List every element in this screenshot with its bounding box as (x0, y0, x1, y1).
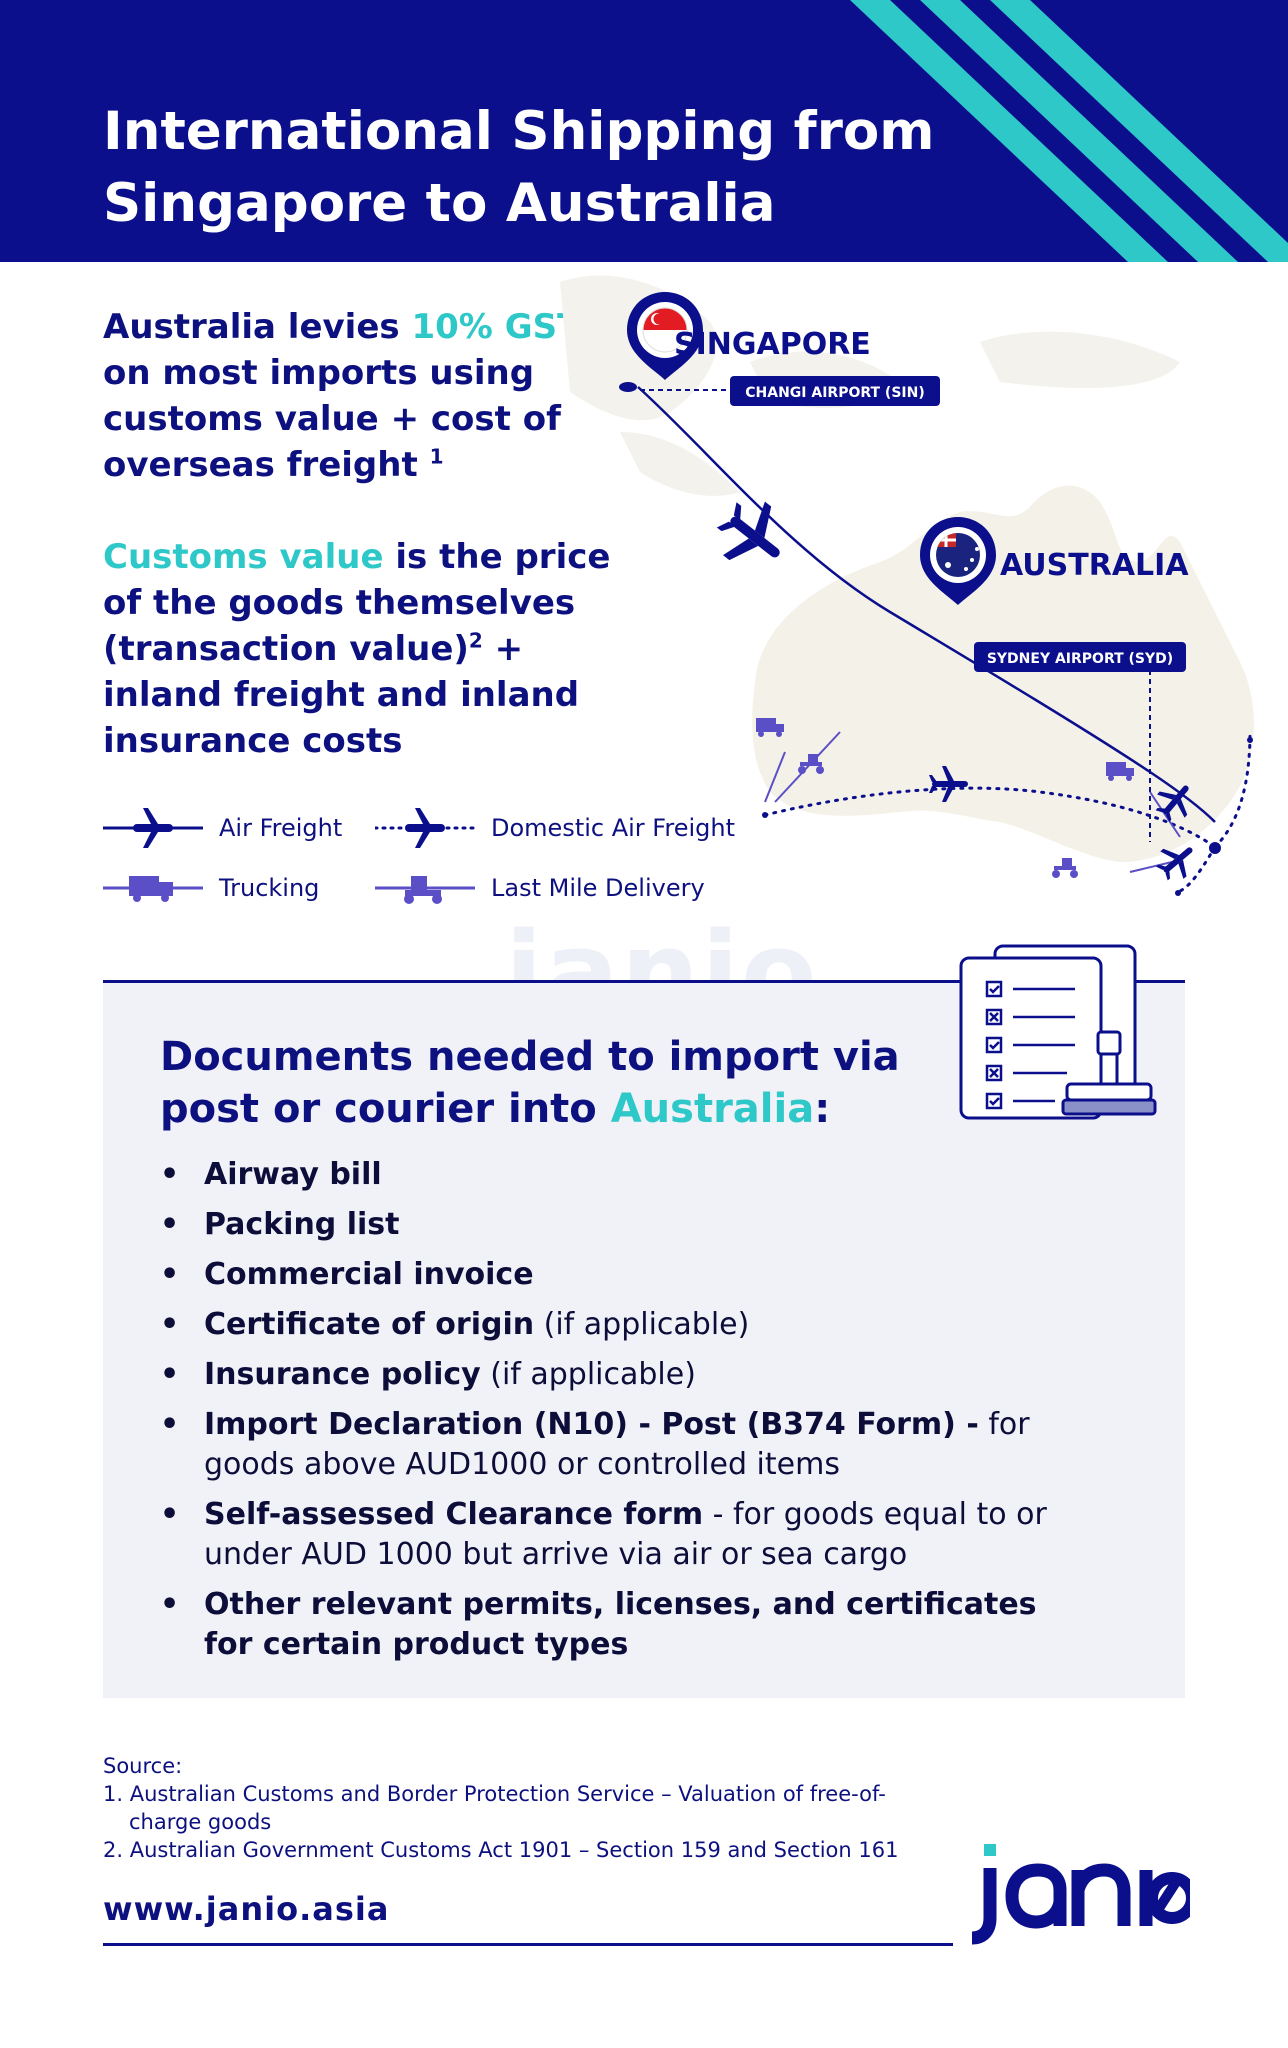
customs-suffix: + inland freight and inland insurance co… (103, 629, 580, 761)
list-item-rest: (if applicable) (534, 1307, 750, 1342)
checklist-stamp-icon (959, 944, 1157, 1120)
gst-footnote-ref: 1 (429, 444, 444, 469)
list-item-bold: Other relevant permits, licenses, and ce… (204, 1587, 1037, 1662)
legend-trucking-label: Trucking (219, 874, 320, 902)
documents-list: Airway bill Packing list Commercial invo… (160, 1155, 1060, 1675)
sources: Source: 1. Australian Customs and Border… (103, 1752, 923, 1864)
documents-heading-highlight: Australia (610, 1086, 815, 1132)
australia-label: AUSTRALIA (1000, 548, 1189, 583)
documents-heading: Documents needed to import via post or c… (160, 1031, 980, 1135)
truck-path-west (764, 751, 786, 803)
list-item-rest: (if applicable) (480, 1357, 696, 1392)
source-label: Source: (103, 1754, 183, 1778)
list-item-bold: Import Declaration (N10) - Post (B374 Fo… (204, 1407, 979, 1442)
legend-trucking: Trucking (103, 868, 319, 908)
australia-landmass (752, 485, 1254, 862)
list-item: Packing list (160, 1205, 1060, 1245)
truck-icon (756, 718, 784, 737)
list-item-bold: Certificate of origin (204, 1307, 535, 1342)
source-2: 2. Australian Government Customs Act 190… (103, 1838, 899, 1862)
domestic-route-north (1213, 730, 1252, 849)
page-title: International Shipping from Singapore to… (103, 101, 935, 234)
list-item: Certificate of origin (if applicable) (160, 1305, 1060, 1345)
domestic-route-south (1176, 845, 1217, 894)
scooter-icon (1052, 858, 1078, 878)
list-item-bold: Insurance policy (204, 1357, 481, 1392)
scooter-path-south (1129, 861, 1173, 873)
documents-heading-suffix: : (814, 1086, 831, 1132)
janio-logo: janio (970, 1840, 1190, 1945)
legend-domestic-label: Domestic Air Freight (491, 814, 735, 842)
list-item-bold: Airway bill (204, 1157, 382, 1192)
legend-air-freight: Air Freight (103, 808, 342, 848)
list-item: Insurance policy (if applicable) (160, 1355, 1060, 1395)
domestic-airplane-icon (929, 766, 968, 802)
section-divider (103, 980, 1185, 983)
australia-pin-icon (920, 517, 996, 605)
sydney-node (1209, 842, 1221, 854)
gst-prefix: Australia levies (103, 307, 412, 347)
map-legend: Air Freight Domestic Air Freight Truckin… (103, 808, 763, 918)
list-item-bold: Packing list (204, 1207, 400, 1242)
list-item: Self-assessed Clearance form - for goods… (160, 1495, 1060, 1575)
air-route-line (637, 386, 1216, 823)
melbourne-node (1175, 890, 1181, 896)
footer-underline (103, 1943, 953, 1946)
customs-highlight: Customs value (103, 537, 384, 577)
perth-node (762, 812, 768, 818)
domestic-airplane-icon (1155, 785, 1189, 822)
customs-footnote-ref: 2 (468, 628, 483, 653)
list-item-rest: - for goods equal to or under AUD 1000 b… (204, 1497, 1047, 1572)
sydney-badge (974, 642, 1186, 672)
domestic-route-west (763, 786, 1217, 849)
list-item-bold: Commercial invoice (204, 1257, 534, 1292)
legend-domestic-air-freight: Domestic Air Freight (375, 808, 735, 848)
route-map: SINGAPORE CHANGI AIRPORT (SIN) AUSTRALIA… (560, 262, 1288, 912)
logo-text: janio (970, 1840, 973, 1841)
changi-badge (730, 376, 940, 406)
header-stripes (850, 0, 1288, 262)
list-item: Import Declaration (N10) - Post (B374 Fo… (160, 1405, 1060, 1485)
intro-text: Australia levies 10% GST on most imports… (103, 304, 623, 810)
truck-legend-icon (103, 876, 203, 902)
list-item: Commercial invoice (160, 1255, 1060, 1295)
documents-heading-text: Documents needed to import via post or c… (160, 1034, 900, 1132)
airplane-icon (716, 501, 780, 561)
island-landmass (980, 331, 1180, 388)
route-map-svg: SINGAPORE CHANGI AIRPORT (SIN) AUSTRALIA… (560, 275, 1254, 896)
customs-text: is the price of the goods themselves (tr… (103, 537, 611, 669)
gst-highlight: 10% GST (411, 307, 581, 347)
header-banner: International Shipping from Singapore to… (0, 0, 1288, 262)
scooter-icon (798, 754, 824, 774)
source-1: 1. Australian Customs and Border Protect… (103, 1782, 886, 1834)
gst-suffix: on most imports using customs value + co… (103, 353, 561, 485)
scooter-legend-icon (375, 876, 475, 904)
sydney-label: SYDNEY AIRPORT (SYD) (987, 651, 1173, 667)
gst-paragraph: Australia levies 10% GST on most imports… (103, 304, 623, 488)
domestic-air-legend-icon (375, 808, 475, 848)
brisbane-node (1247, 737, 1253, 743)
singapore-label: SINGAPORE (674, 327, 871, 362)
list-item-bold: Self-assessed Clearance form (204, 1497, 704, 1532)
list-item: Airway bill (160, 1155, 1060, 1195)
singapore-pin-icon (619, 292, 703, 392)
list-item-rest: for goods above AUD1000 or controlled it… (204, 1407, 1030, 1482)
truck-path-west-2 (774, 731, 841, 803)
list-item: Other relevant permits, licenses, and ce… (160, 1585, 1060, 1665)
website-link[interactable]: www.janio.asia (103, 1890, 390, 1928)
truck-icon (1106, 762, 1134, 781)
customs-paragraph: Customs value is the price of the goods … (103, 534, 623, 764)
changi-label: CHANGI AIRPORT (SIN) (745, 385, 924, 401)
legend-air-label: Air Freight (219, 814, 343, 842)
island-landmass (620, 432, 740, 496)
legend-last-mile-label: Last Mile Delivery (491, 874, 705, 902)
truck-path-east (1149, 791, 1181, 838)
legend-last-mile: Last Mile Delivery (375, 868, 705, 908)
air-freight-legend-icon (103, 808, 203, 848)
domestic-airplane-icon (1156, 847, 1193, 881)
